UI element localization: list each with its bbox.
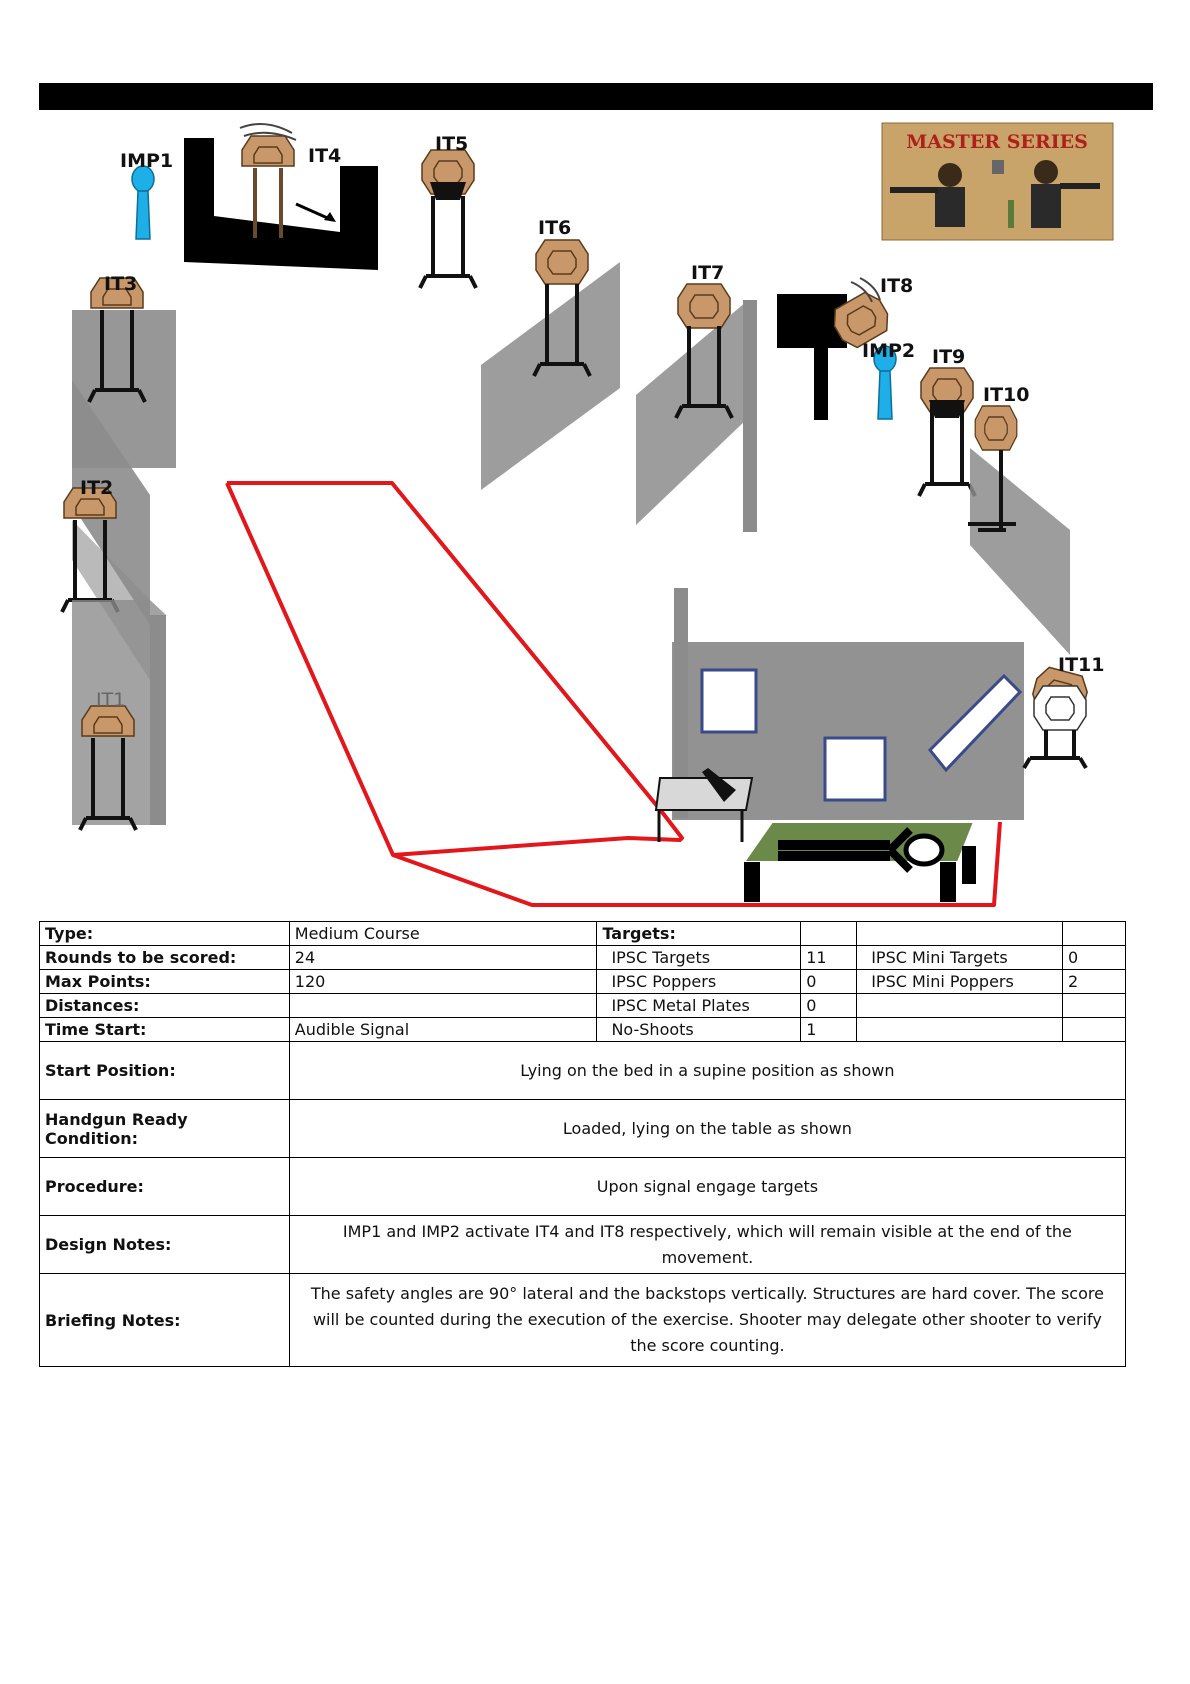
ipsc-poppers-value: 0 (800, 969, 858, 994)
it10-target (974, 405, 1018, 451)
procedure-label: Procedure: (39, 1157, 290, 1216)
ipsc-targets-value: 11 (800, 945, 858, 970)
max-points-label: Max Points: (39, 969, 290, 994)
header-bar (39, 83, 1153, 110)
type-value: Medium Course (288, 921, 598, 946)
procedure-value: Upon signal engage targets (288, 1157, 1127, 1216)
it9-target (920, 367, 974, 418)
rounds-value: 24 (288, 945, 598, 970)
noshoots-label: No-Shoots (596, 1017, 802, 1042)
no-shoot-panel-1 (700, 668, 758, 734)
bed (742, 821, 976, 902)
label-it8: IT8 (880, 275, 913, 297)
logo-title: MASTER SERIES (906, 131, 1088, 153)
label-it4: IT4 (308, 145, 341, 167)
stage-specs-table: Type: Medium Course Targets: Rounds to b… (39, 921, 1127, 1367)
start-position-value: Lying on the bed in a supine position as… (288, 1041, 1127, 1100)
start-position-label: Start Position: (39, 1041, 290, 1100)
it6-target (535, 239, 589, 285)
mini-poppers-value: 2 (1062, 969, 1126, 994)
targets-label: Targets: (596, 921, 802, 946)
label-it1: IT1 (96, 689, 125, 711)
it11-no-shoot (1033, 685, 1087, 731)
label-it9: IT9 (932, 346, 965, 368)
briefing-notes-label: Briefing Notes: (39, 1273, 290, 1367)
noshoots-value: 1 (800, 1017, 858, 1042)
label-it6: IT6 (538, 217, 571, 239)
imp1-popper (131, 165, 155, 240)
label-it5: IT5 (435, 133, 468, 155)
master-series-logo: MASTER SERIES (881, 122, 1114, 241)
mini-targets-value: 0 (1062, 945, 1126, 970)
ipsc-targets-label: IPSC Targets (596, 945, 802, 970)
label-it10: IT10 (983, 384, 1029, 406)
ipsc-poppers-label: IPSC Poppers (596, 969, 802, 994)
no-shoot-panel-2 (823, 736, 887, 802)
ipsc-metal-value: 0 (800, 993, 858, 1018)
label-imp1: IMP1 (120, 150, 173, 172)
time-start-value: Audible Signal (288, 1017, 598, 1042)
mini-poppers-label: IPSC Mini Poppers (856, 969, 1064, 994)
type-label: Type: (39, 921, 290, 946)
mini-targets-label: IPSC Mini Targets (856, 945, 1064, 970)
label-it2: IT2 (80, 477, 113, 499)
briefing-notes-value: The safety angles are 90° lateral and th… (288, 1273, 1127, 1367)
ready-condition-value: Loaded, lying on the table as shown (288, 1099, 1127, 1158)
design-notes-value: IMP1 and IMP2 activate IT4 and IT8 respe… (288, 1215, 1127, 1274)
shooter-figure (778, 827, 945, 873)
design-notes-label: Design Notes: (39, 1215, 290, 1274)
ready-condition-label: Handgun Ready Condition: (39, 1099, 290, 1158)
no-shoot-panel-3 (927, 673, 1023, 773)
time-start-label: Time Start: (39, 1017, 290, 1042)
ipsc-metal-label: IPSC Metal Plates (596, 993, 802, 1018)
distances-label: Distances: (39, 993, 290, 1018)
it5-target (421, 149, 475, 200)
gun-table (654, 768, 754, 842)
stage-diagram: MASTER SERIES IMP1 IT4 IT5 IT6 IT7 IT8 (60, 122, 1114, 907)
label-it3: IT3 (104, 273, 137, 295)
it7-target (677, 283, 731, 329)
it4-target (241, 135, 295, 167)
label-it7: IT7 (691, 262, 724, 284)
distances-value (288, 993, 598, 1018)
max-points-value: 120 (288, 969, 598, 994)
rounds-label: Rounds to be scored: (39, 945, 290, 970)
handgun-icon (702, 768, 736, 802)
label-it11: IT11 (1058, 654, 1104, 676)
label-imp2: IMP2 (862, 340, 915, 362)
